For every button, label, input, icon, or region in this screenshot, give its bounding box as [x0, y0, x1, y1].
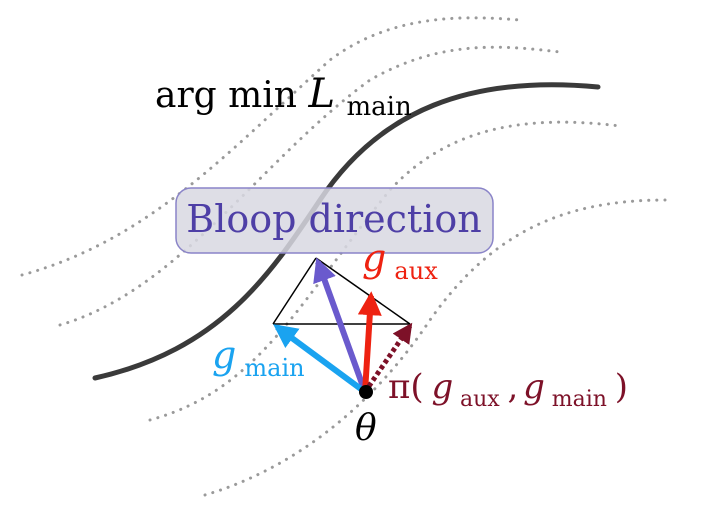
argmin-subscript: main	[346, 92, 411, 122]
projection-sym1: g	[431, 367, 453, 407]
bloop-arrow	[313, 257, 368, 394]
projection-sep: ,	[508, 367, 530, 407]
argmin-title: arg min L main	[155, 71, 412, 122]
g-main-label: g main	[212, 333, 305, 382]
contour-line-1	[20, 16, 522, 277]
g-main-arrow	[273, 324, 367, 395]
construction-line-top-left	[272, 257, 317, 325]
g-main-subscript: main	[244, 354, 304, 382]
projection-prefix: π(	[388, 367, 424, 407]
projection-label: π( g aux , g main )	[388, 367, 628, 415]
g-main-symbol: g	[212, 333, 236, 377]
bloop-box	[175, 187, 494, 254]
projection-sub2: main	[552, 387, 607, 412]
theta-point	[359, 385, 373, 399]
projection-sym2: g	[523, 367, 545, 407]
argmin-symbol: L	[307, 71, 335, 117]
bloop-label: Bloop direction	[186, 197, 481, 241]
projection-sub1: aux	[460, 387, 500, 412]
g-aux-subscript: aux	[394, 257, 438, 285]
projection-arrow	[362, 322, 413, 394]
argmin-prefix: arg min	[155, 75, 308, 116]
g-aux-symbol: g	[362, 236, 386, 280]
g-aux-arrow	[357, 291, 382, 393]
theta-label: θ	[355, 408, 377, 449]
contour-line-4	[203, 198, 667, 497]
projection-suffix: )	[615, 367, 628, 407]
contour-line-2	[58, 45, 562, 327]
g-aux-label: g aux	[362, 236, 438, 285]
